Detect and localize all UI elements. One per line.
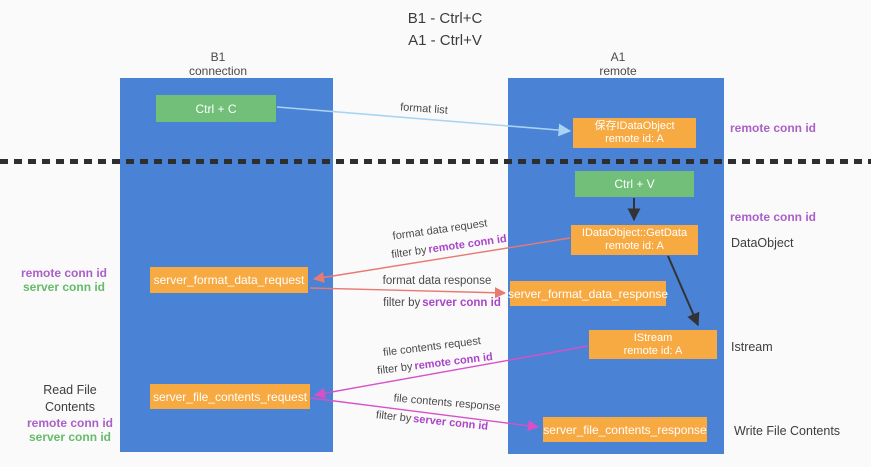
node-server-file-contents-response: server_file_contents_response bbox=[543, 417, 707, 442]
lane-b1-role: connection bbox=[188, 64, 248, 78]
phase-separator-dashed-line bbox=[0, 159, 871, 164]
edge-label-filter-server-2: filter byserver conn id bbox=[375, 409, 488, 433]
node-idataobject-getdata: IDataObject::GetData remote id: A bbox=[571, 225, 698, 255]
filter-prefix: filter by bbox=[376, 360, 414, 378]
lane-b1-name: B1 bbox=[210, 50, 226, 64]
edge-label-file-contents-response: file contents response bbox=[393, 392, 501, 414]
node-server-format-data-request: server_format_data_request bbox=[150, 267, 308, 293]
node-ctrl-c-label: Ctrl + C bbox=[195, 101, 237, 116]
node-ctrl-v-label: Ctrl + V bbox=[614, 177, 655, 191]
node-istream-line2: remote id: A bbox=[623, 344, 683, 357]
diagram-title: B1 - Ctrl+C A1 - Ctrl+V bbox=[408, 8, 483, 52]
node-server-format-data-request-label: server_format_data_request bbox=[153, 273, 305, 287]
lane-a1-name: A1 bbox=[610, 50, 626, 64]
annotation-dataobject: DataObject bbox=[731, 236, 794, 250]
node-ctrl-c: Ctrl + C bbox=[156, 95, 276, 122]
arrow-format-data-response bbox=[309, 287, 507, 299]
annotation-remote-conn-id-top: remote conn id bbox=[730, 121, 817, 135]
annotation-left-server-conn-id-2: server conn id bbox=[28, 430, 112, 444]
node-server-file-contents-response-label: server_file_contents_response bbox=[543, 422, 707, 437]
lane-header-b1: B1 connection bbox=[189, 50, 247, 78]
title-line-2: A1 - Ctrl+V bbox=[408, 32, 482, 49]
annotation-istream: Istream bbox=[731, 340, 773, 354]
node-save-idataobject: 保存IDataObject remote id: A bbox=[573, 118, 696, 148]
lane-header-a1: A1 remote bbox=[599, 50, 636, 78]
node-getdata-line2: remote id: A bbox=[605, 240, 664, 252]
edge-label-format-list: format list bbox=[399, 101, 449, 117]
filter-prefix: filter by bbox=[390, 244, 428, 262]
annotation-group-file-conn-ids: Read File Contents remote conn id server… bbox=[18, 382, 122, 444]
node-server-format-data-response: server_format_data_response bbox=[507, 281, 669, 306]
annotation-write-file-contents: Write File Contents bbox=[734, 424, 841, 438]
filter-key-remote-conn-id: remote conn id bbox=[427, 232, 508, 256]
filter-key-server-conn-id: server conn id bbox=[412, 413, 489, 433]
annotation-left-server-conn-id-1: server conn id bbox=[22, 280, 106, 294]
annotation-left-remote-conn-id-1: remote conn id bbox=[20, 266, 107, 280]
lane-a1-role: remote bbox=[599, 64, 637, 78]
node-server-format-data-response-label: server_format_data_response bbox=[507, 286, 669, 301]
filter-prefix: filter by bbox=[375, 409, 412, 425]
filter-prefix: filter by bbox=[383, 297, 421, 309]
annotation-left-remote-conn-id-2: remote conn id bbox=[26, 416, 113, 430]
node-istream: IStream remote id: A bbox=[589, 330, 717, 359]
node-save-idataobject-line2: remote id: A bbox=[605, 133, 664, 145]
annotation-read-file-contents: Read File Contents bbox=[43, 383, 97, 414]
filter-key-server-conn-id: server conn id bbox=[422, 297, 501, 309]
filter-key-remote-conn-id: remote conn id bbox=[413, 350, 494, 373]
title-line-1: B1 - Ctrl+C bbox=[407, 10, 483, 27]
node-save-idataobject-line1: 保存IDataObject bbox=[594, 120, 675, 132]
annotation-remote-conn-id-mid: remote conn id bbox=[730, 210, 817, 224]
node-istream-line1: IStream bbox=[633, 331, 673, 344]
edge-label-format-data-response: format data response bbox=[382, 275, 492, 287]
node-server-file-contents-request: server_file_contents_request bbox=[150, 384, 310, 409]
node-getdata-line1: IDataObject::GetData bbox=[581, 227, 688, 239]
node-ctrl-v: Ctrl + V bbox=[575, 171, 694, 197]
node-server-file-contents-request-label: server_file_contents_request bbox=[152, 389, 308, 404]
annotation-group-format-conn-ids: remote conn id server conn id bbox=[18, 266, 110, 294]
